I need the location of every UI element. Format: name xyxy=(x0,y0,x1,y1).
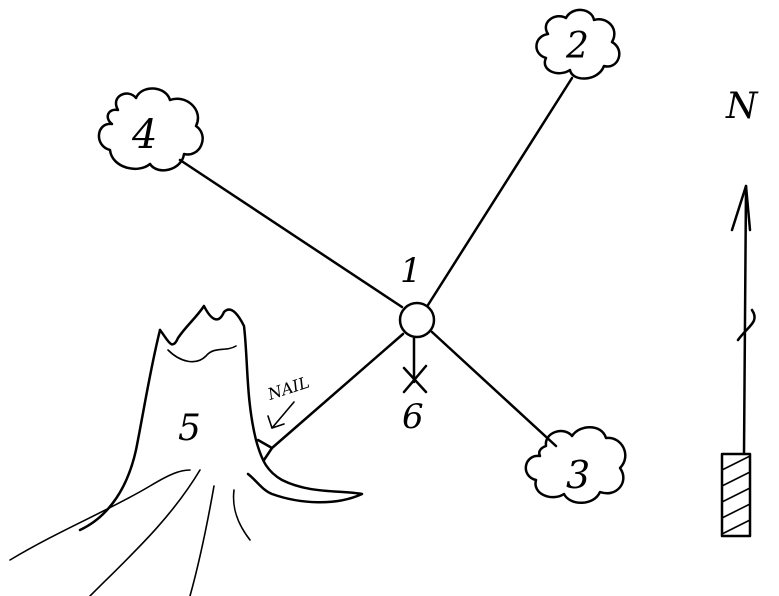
north-arrow-break xyxy=(738,310,755,340)
stump-top-inner xyxy=(168,346,236,362)
connector-lines xyxy=(180,78,572,448)
node-2-label: 2 xyxy=(565,26,589,67)
node-6-label: 6 xyxy=(402,397,424,437)
center-label: 1 xyxy=(400,251,422,291)
north-arrow: N xyxy=(722,86,759,536)
north-label: N xyxy=(725,86,759,127)
node-5: 5 xyxy=(10,306,362,596)
node-2: 2 xyxy=(536,10,619,79)
node-5-label: 5 xyxy=(178,408,201,449)
stump-root-center xyxy=(190,486,214,596)
stump-root-right xyxy=(234,490,250,540)
stump-icon xyxy=(160,306,362,502)
north-arrow-shaft xyxy=(744,186,746,454)
stump-root-left xyxy=(10,470,190,560)
line-1-to-3 xyxy=(432,332,556,446)
line-1-to-4 xyxy=(180,160,402,307)
line-1-to-2 xyxy=(428,78,572,305)
stump-left-edge xyxy=(80,330,160,530)
node-4: 4 xyxy=(99,88,203,170)
node-3: 3 xyxy=(526,427,625,503)
nail-annotation: NAIL xyxy=(258,373,312,460)
center-point xyxy=(400,303,434,337)
node-4-label: 4 xyxy=(131,112,157,158)
north-arrow-hatching xyxy=(722,456,750,534)
north-arrow-head-icon xyxy=(732,186,750,230)
nail-label: NAIL xyxy=(264,373,311,405)
node-3-label: 3 xyxy=(566,453,590,497)
